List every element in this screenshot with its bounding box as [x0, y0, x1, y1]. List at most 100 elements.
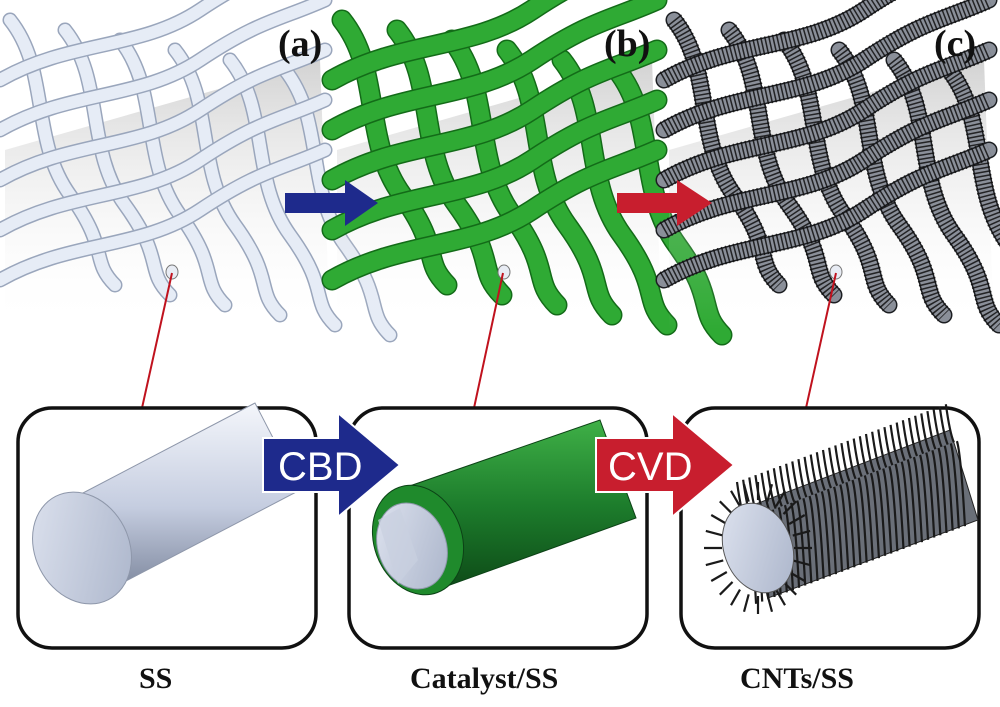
wire-end-cap	[497, 264, 511, 280]
cnt-fiber	[840, 442, 851, 482]
cnt-fiber	[766, 483, 774, 502]
cnt-fiber	[788, 514, 806, 525]
cnt-fiber	[949, 443, 960, 529]
cnt-fiber	[938, 406, 949, 446]
cnt-fiber	[834, 445, 845, 484]
cnt-fiber	[785, 463, 796, 503]
cnt-fiber	[907, 417, 919, 457]
cnt-fiber	[889, 424, 900, 464]
cnt-fiber	[925, 452, 936, 538]
cnt-fiber	[730, 490, 741, 507]
top-arrow-cbd	[285, 180, 378, 226]
panel-label-c: (c)	[934, 23, 976, 65]
cnt-fiber	[705, 559, 724, 567]
cnt-fiber	[742, 483, 750, 502]
cnt-fiber	[863, 475, 874, 561]
cnt-fiber	[864, 433, 876, 473]
cnt-fiber	[775, 589, 786, 606]
mesh-catalyst-coated	[321, 0, 733, 346]
cnt-fiber	[869, 472, 881, 559]
cnt-fiber	[914, 415, 925, 455]
wire-cylinder-catalyst	[371, 419, 637, 596]
cnt-fiber	[932, 408, 943, 448]
cnt-fiber	[766, 470, 777, 510]
cnt-fiber	[882, 468, 893, 554]
cnt-fiber	[730, 589, 741, 606]
cnt-fiber	[919, 454, 930, 540]
cnt-fiber	[926, 410, 937, 450]
cnt-fiber	[900, 461, 911, 547]
cnt-fiber	[782, 581, 797, 596]
panel-label-b: (b)	[604, 23, 650, 65]
cnt-fiber	[920, 413, 931, 452]
cnt-fiber	[877, 429, 888, 468]
cnt-fiber	[815, 452, 826, 491]
top-arrow-cvd	[617, 180, 712, 226]
cnt-fiber	[788, 571, 806, 582]
wire-end-cap	[165, 264, 179, 280]
cnt-fiber	[808, 495, 819, 582]
cnt-fiber	[775, 490, 786, 507]
detail-box-ss	[16, 402, 318, 650]
cnt-fiber	[820, 491, 831, 577]
cnt-fiber	[791, 461, 802, 500]
step-label-cvd: CVD	[608, 445, 692, 489]
cnt-fiber	[955, 440, 967, 527]
cnt-fiber	[846, 440, 857, 480]
mesh-cnt-grown	[655, 0, 1000, 334]
cnt-fiber	[833, 486, 844, 572]
cnt-fiber	[710, 571, 728, 582]
cnt-fiber	[803, 456, 814, 496]
cnt-fiber	[845, 481, 856, 568]
cnt-fiber	[871, 431, 882, 471]
detail-box-cnts	[679, 404, 981, 650]
wire-end-cap	[829, 264, 843, 280]
cnt-fiber	[852, 438, 863, 478]
cnt-fiber	[857, 477, 868, 563]
cnt-fiber	[851, 479, 862, 566]
cnt-fiber	[742, 594, 750, 613]
cnt-fiber	[792, 559, 811, 567]
cnt-fiber	[894, 463, 905, 550]
caption-catalyst-ss: Catalyst/SS	[410, 662, 558, 695]
step-arrow-cbd: CBD	[262, 410, 402, 520]
cnt-fiber	[766, 594, 774, 613]
cnt-fiber	[901, 420, 912, 459]
cnt-fiber	[782, 500, 797, 515]
cnt-fiber	[826, 488, 838, 575]
cnt-fiber	[876, 470, 887, 556]
cnt-fiber	[931, 449, 942, 536]
caption-ss: SS	[139, 662, 172, 695]
step-arrow-cvd: CVD	[595, 410, 736, 520]
cnt-fiber	[802, 497, 813, 584]
cnt-fiber	[883, 426, 894, 466]
connector-line-c	[805, 272, 837, 409]
cnt-fiber	[839, 484, 850, 570]
cnt-fiber	[912, 456, 924, 543]
cnt-fiber	[943, 445, 954, 531]
cnt-fiber	[719, 500, 734, 515]
cnt-fiber	[895, 422, 906, 462]
cnt-fiber	[778, 465, 790, 505]
cnt-fiber	[888, 465, 899, 552]
caption-cnts-ss: CNTs/SS	[740, 662, 854, 695]
connector-line-a	[141, 272, 173, 409]
cnt-fiber	[710, 514, 728, 525]
wire-cylinder-cnts	[704, 404, 979, 614]
cnt-fiber	[937, 447, 948, 534]
cnt-fiber	[719, 581, 734, 596]
wire-cylinder-ss	[32, 402, 301, 605]
cnt-fiber	[814, 493, 825, 579]
cnt-fiber	[796, 500, 807, 586]
cnt-fiber	[792, 529, 811, 537]
cnt-fiber	[944, 404, 955, 443]
cnt-fiber	[858, 436, 869, 475]
cnt-fiber	[809, 454, 820, 494]
cnt-fiber	[828, 447, 839, 487]
panel-label-a: (a)	[278, 23, 322, 65]
cnt-fiber	[772, 468, 783, 507]
connector-line-b	[473, 272, 504, 409]
step-label-cbd: CBD	[278, 445, 362, 489]
cnt-fiber	[906, 459, 917, 545]
